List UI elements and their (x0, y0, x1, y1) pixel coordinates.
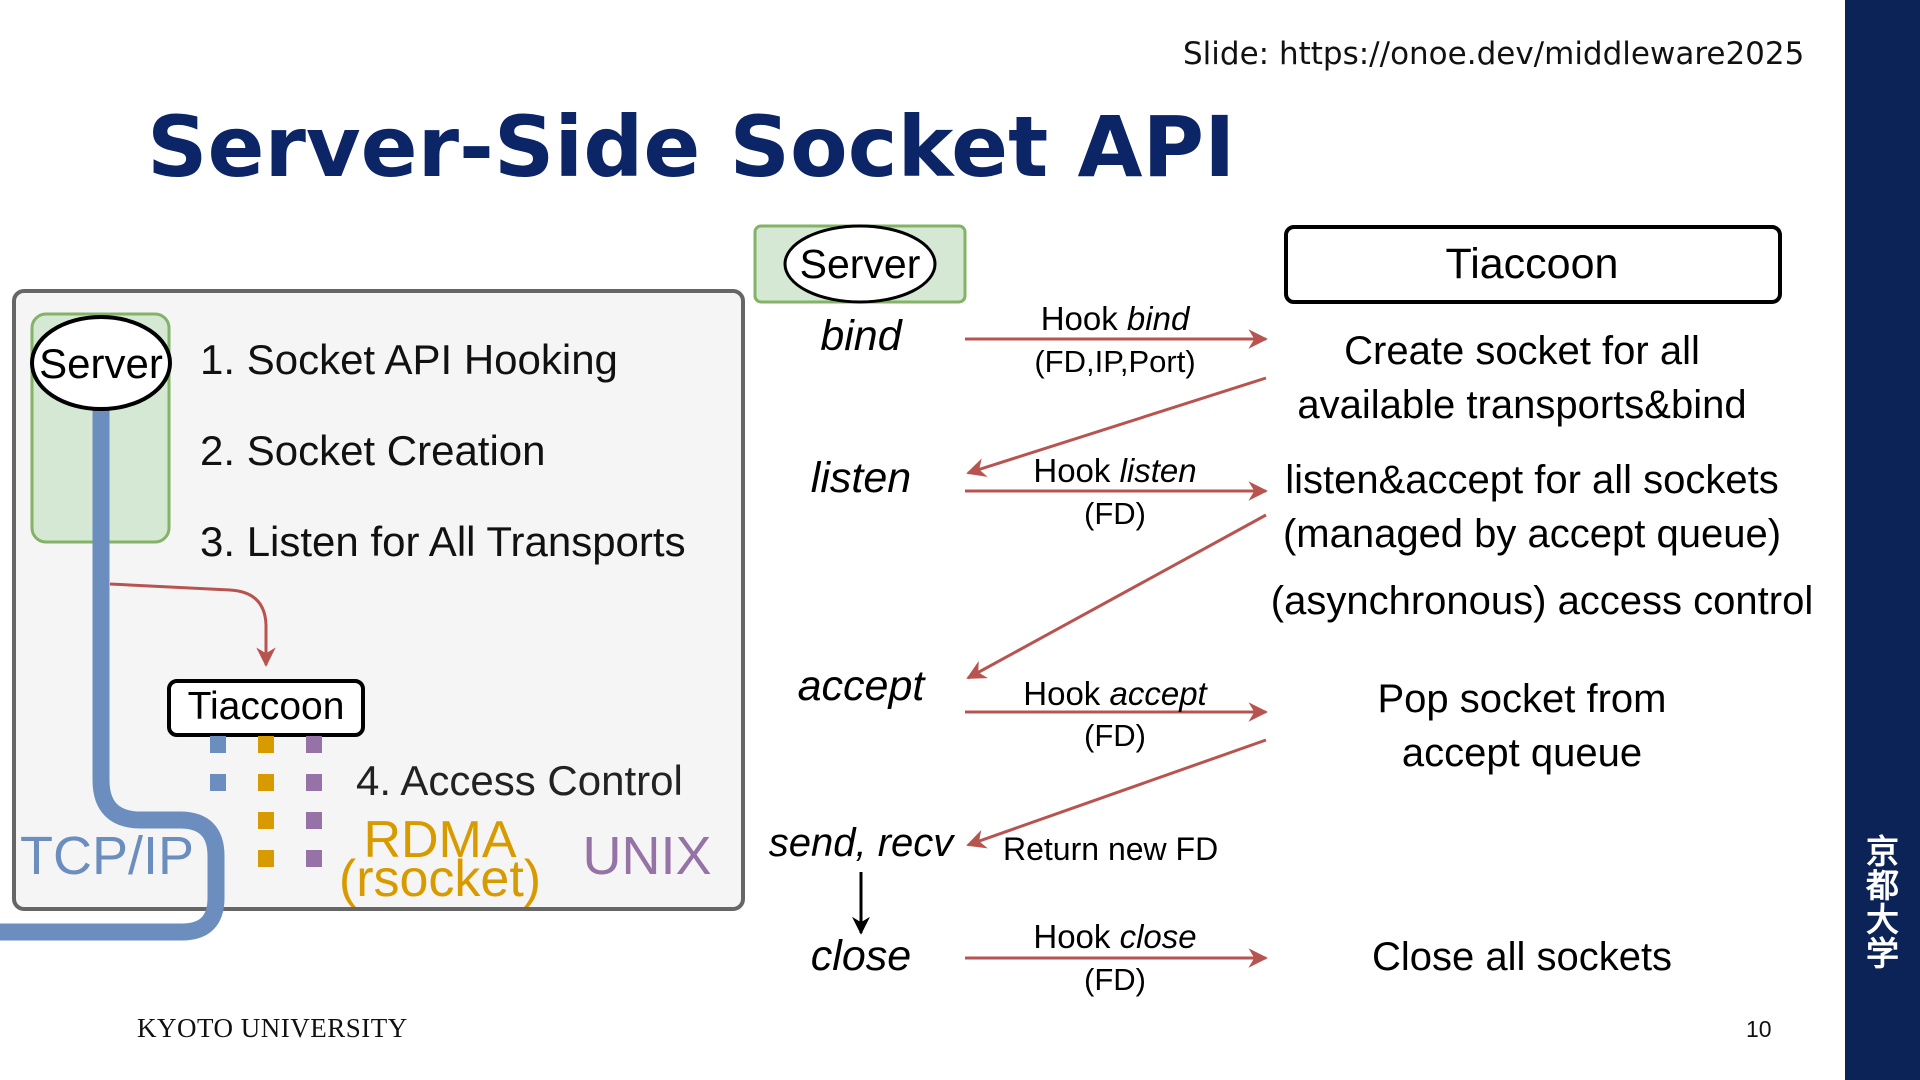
hook-listen-label: Hook listen (1033, 452, 1196, 489)
server-label: Server (39, 340, 163, 387)
server-header-label: Server (800, 241, 921, 287)
server-ellipse (30, 315, 172, 411)
slide-title: Server-Side Socket API (147, 98, 1236, 196)
tiaccoon-header-box (1284, 225, 1782, 304)
footer-university: KYOTO UNIVERSITY (137, 1013, 408, 1043)
tcp-label: TCP/IP (20, 826, 194, 886)
server-to-tiaccoon-arrow (109, 582, 276, 667)
action-pop-1: Pop socket from (1377, 677, 1666, 721)
return-bind-arrow (966, 376, 1267, 477)
action-create-2: available transports&bind (1297, 383, 1746, 427)
left-panel-frame (12, 289, 745, 911)
step-1: 1. Socket API Hooking (200, 336, 618, 383)
action-access-control: (asynchronous) access control (1271, 579, 1813, 623)
action-pop-2: accept queue (1402, 731, 1642, 775)
kyoto-university-logo: 京都大学 (1866, 832, 1899, 973)
hook-close-label: Hook close (1033, 918, 1196, 955)
return-accept-arrow (966, 738, 1267, 849)
step-2: 2. Socket Creation (200, 427, 546, 474)
hook-listen-args: (FD) (1084, 496, 1146, 531)
tiaccoon-label-left: Tiaccoon (188, 685, 345, 728)
return-fd-label: Return new FD (1003, 831, 1218, 867)
hook-accept-label: Hook accept (1023, 675, 1208, 712)
action-listen-1: listen&accept for all sockets (1285, 458, 1779, 502)
step-4: 4. Access Control (356, 757, 683, 804)
call-accept: accept (798, 662, 927, 710)
step-3: 3. Listen for All Transports (200, 518, 686, 565)
call-send-recv: send, recv (769, 821, 956, 865)
slide-url: Slide: https://onoe.dev/middleware2025 (1183, 36, 1805, 72)
hook-bind-args: (FD,IP,Port) (1034, 344, 1195, 379)
hook-close-args: (FD) (1084, 962, 1146, 997)
call-listen: listen (811, 454, 911, 502)
server-header-ellipse (783, 224, 937, 304)
unix-label: UNIX (582, 826, 711, 886)
right-side-bar (1845, 0, 1920, 1080)
page-number: 10 (1746, 1016, 1772, 1042)
tcp-path (0, 405, 225, 941)
rsocket-label: (rsocket) (339, 850, 541, 908)
action-listen-2: (managed by accept queue) (1283, 512, 1781, 556)
hook-accept-args: (FD) (1084, 718, 1146, 753)
call-bind: bind (820, 312, 903, 360)
hook-bind-label: Hook bind (1041, 300, 1191, 337)
sequence-diagram: Server Tiaccoon bind listen accept send,… (753, 224, 1813, 997)
action-close: Close all sockets (1372, 935, 1672, 979)
action-create-1: Create socket for all (1344, 329, 1700, 373)
rdma-label: RDMA (363, 811, 516, 869)
call-close: close (811, 932, 911, 980)
tiaccoon-header-label: Tiaccoon (1446, 240, 1619, 288)
left-panel: Server 1. Socket API Hooking 2. Socket C… (0, 289, 745, 941)
return-listen-arrow (966, 513, 1267, 680)
tiaccoon-box-left (167, 679, 365, 737)
